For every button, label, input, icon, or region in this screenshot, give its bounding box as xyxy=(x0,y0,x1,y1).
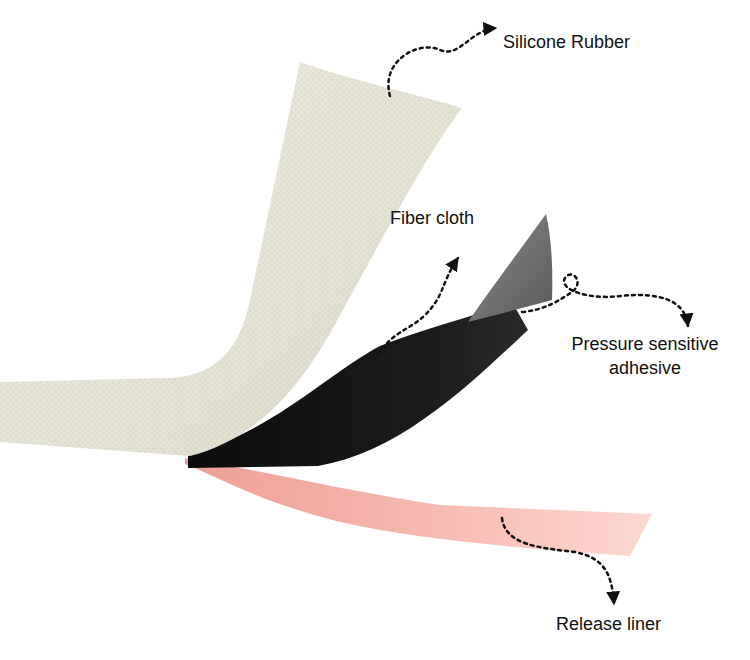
release-liner xyxy=(185,458,652,556)
part-label: Pressure sensitive adhesive xyxy=(550,332,740,380)
part-label: Fiber cloth xyxy=(390,206,530,230)
silicone-rubber xyxy=(0,62,462,456)
part-label: Silicone Rubber xyxy=(503,30,703,54)
adhesive-layer xyxy=(468,214,552,322)
leader-line xyxy=(378,258,458,354)
part-label: Release liner xyxy=(556,612,716,636)
leader-line xyxy=(502,518,614,604)
silicone-texture xyxy=(0,62,462,456)
leader-line xyxy=(388,28,496,96)
leader-line xyxy=(522,275,688,326)
